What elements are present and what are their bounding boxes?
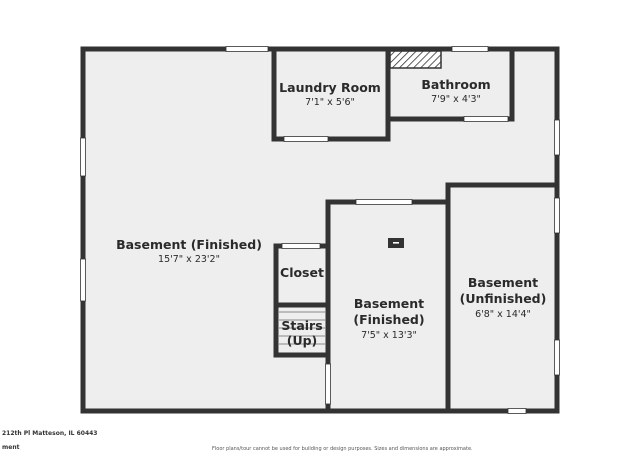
door-bathroom bbox=[463, 116, 509, 122]
footer-disclaimer: Floor plans/tour cannot be used for buil… bbox=[212, 446, 473, 452]
windows bbox=[80, 46, 560, 414]
stair-treads bbox=[279, 311, 326, 345]
room-name-bathroom: Bathroom bbox=[421, 77, 490, 92]
room-name-basement-main: Basement (Finished) bbox=[116, 237, 262, 252]
door-center-room bbox=[355, 199, 413, 205]
room-name-closet: Closet bbox=[280, 265, 324, 280]
room-name-unfinished-line1: Basement bbox=[468, 275, 538, 290]
door-center-left bbox=[325, 363, 331, 405]
room-name-unfinished-line2: (Unfinished) bbox=[460, 291, 547, 306]
room-dim-bathroom: 7'9" x 4'3" bbox=[431, 94, 481, 105]
footer-subtitle: ment bbox=[2, 444, 20, 451]
window-left-lower bbox=[80, 258, 86, 302]
window-top-right bbox=[451, 46, 489, 52]
room-name-center-line1: Basement bbox=[354, 296, 424, 311]
room-name-laundry: Laundry Room bbox=[279, 80, 381, 95]
window-top-left bbox=[225, 46, 269, 52]
door-closet bbox=[281, 243, 321, 249]
floor-fixture-mark bbox=[393, 242, 399, 244]
room-dim-basement-main: 15'7" x 23'2" bbox=[158, 254, 220, 265]
window-left-upper bbox=[80, 137, 86, 177]
room-name-stairs-line1: Stairs bbox=[281, 318, 322, 333]
footer-address: 212th Pl Matteson, IL 60443 bbox=[2, 430, 98, 437]
room-dim-unfinished: 6'8" x 14'4" bbox=[475, 309, 531, 320]
room-name-stairs-line2: (Up) bbox=[287, 333, 318, 348]
room-name-center-line2: (Finished) bbox=[353, 312, 424, 327]
door-openings bbox=[281, 116, 509, 405]
window-bottom-right bbox=[507, 408, 527, 414]
floor-area bbox=[83, 49, 557, 411]
window-right-upper bbox=[554, 119, 560, 156]
window-right-middle bbox=[554, 197, 560, 234]
window-right-lower bbox=[554, 339, 560, 376]
hatched-shaft bbox=[389, 50, 442, 69]
door-laundry bbox=[283, 136, 329, 142]
room-dim-laundry: 7'1" x 5'6" bbox=[305, 97, 355, 108]
room-dim-center: 7'5" x 13'3" bbox=[361, 330, 417, 341]
room-labels: Basement (Finished) 15'7" x 23'2" Laundr… bbox=[116, 77, 546, 348]
